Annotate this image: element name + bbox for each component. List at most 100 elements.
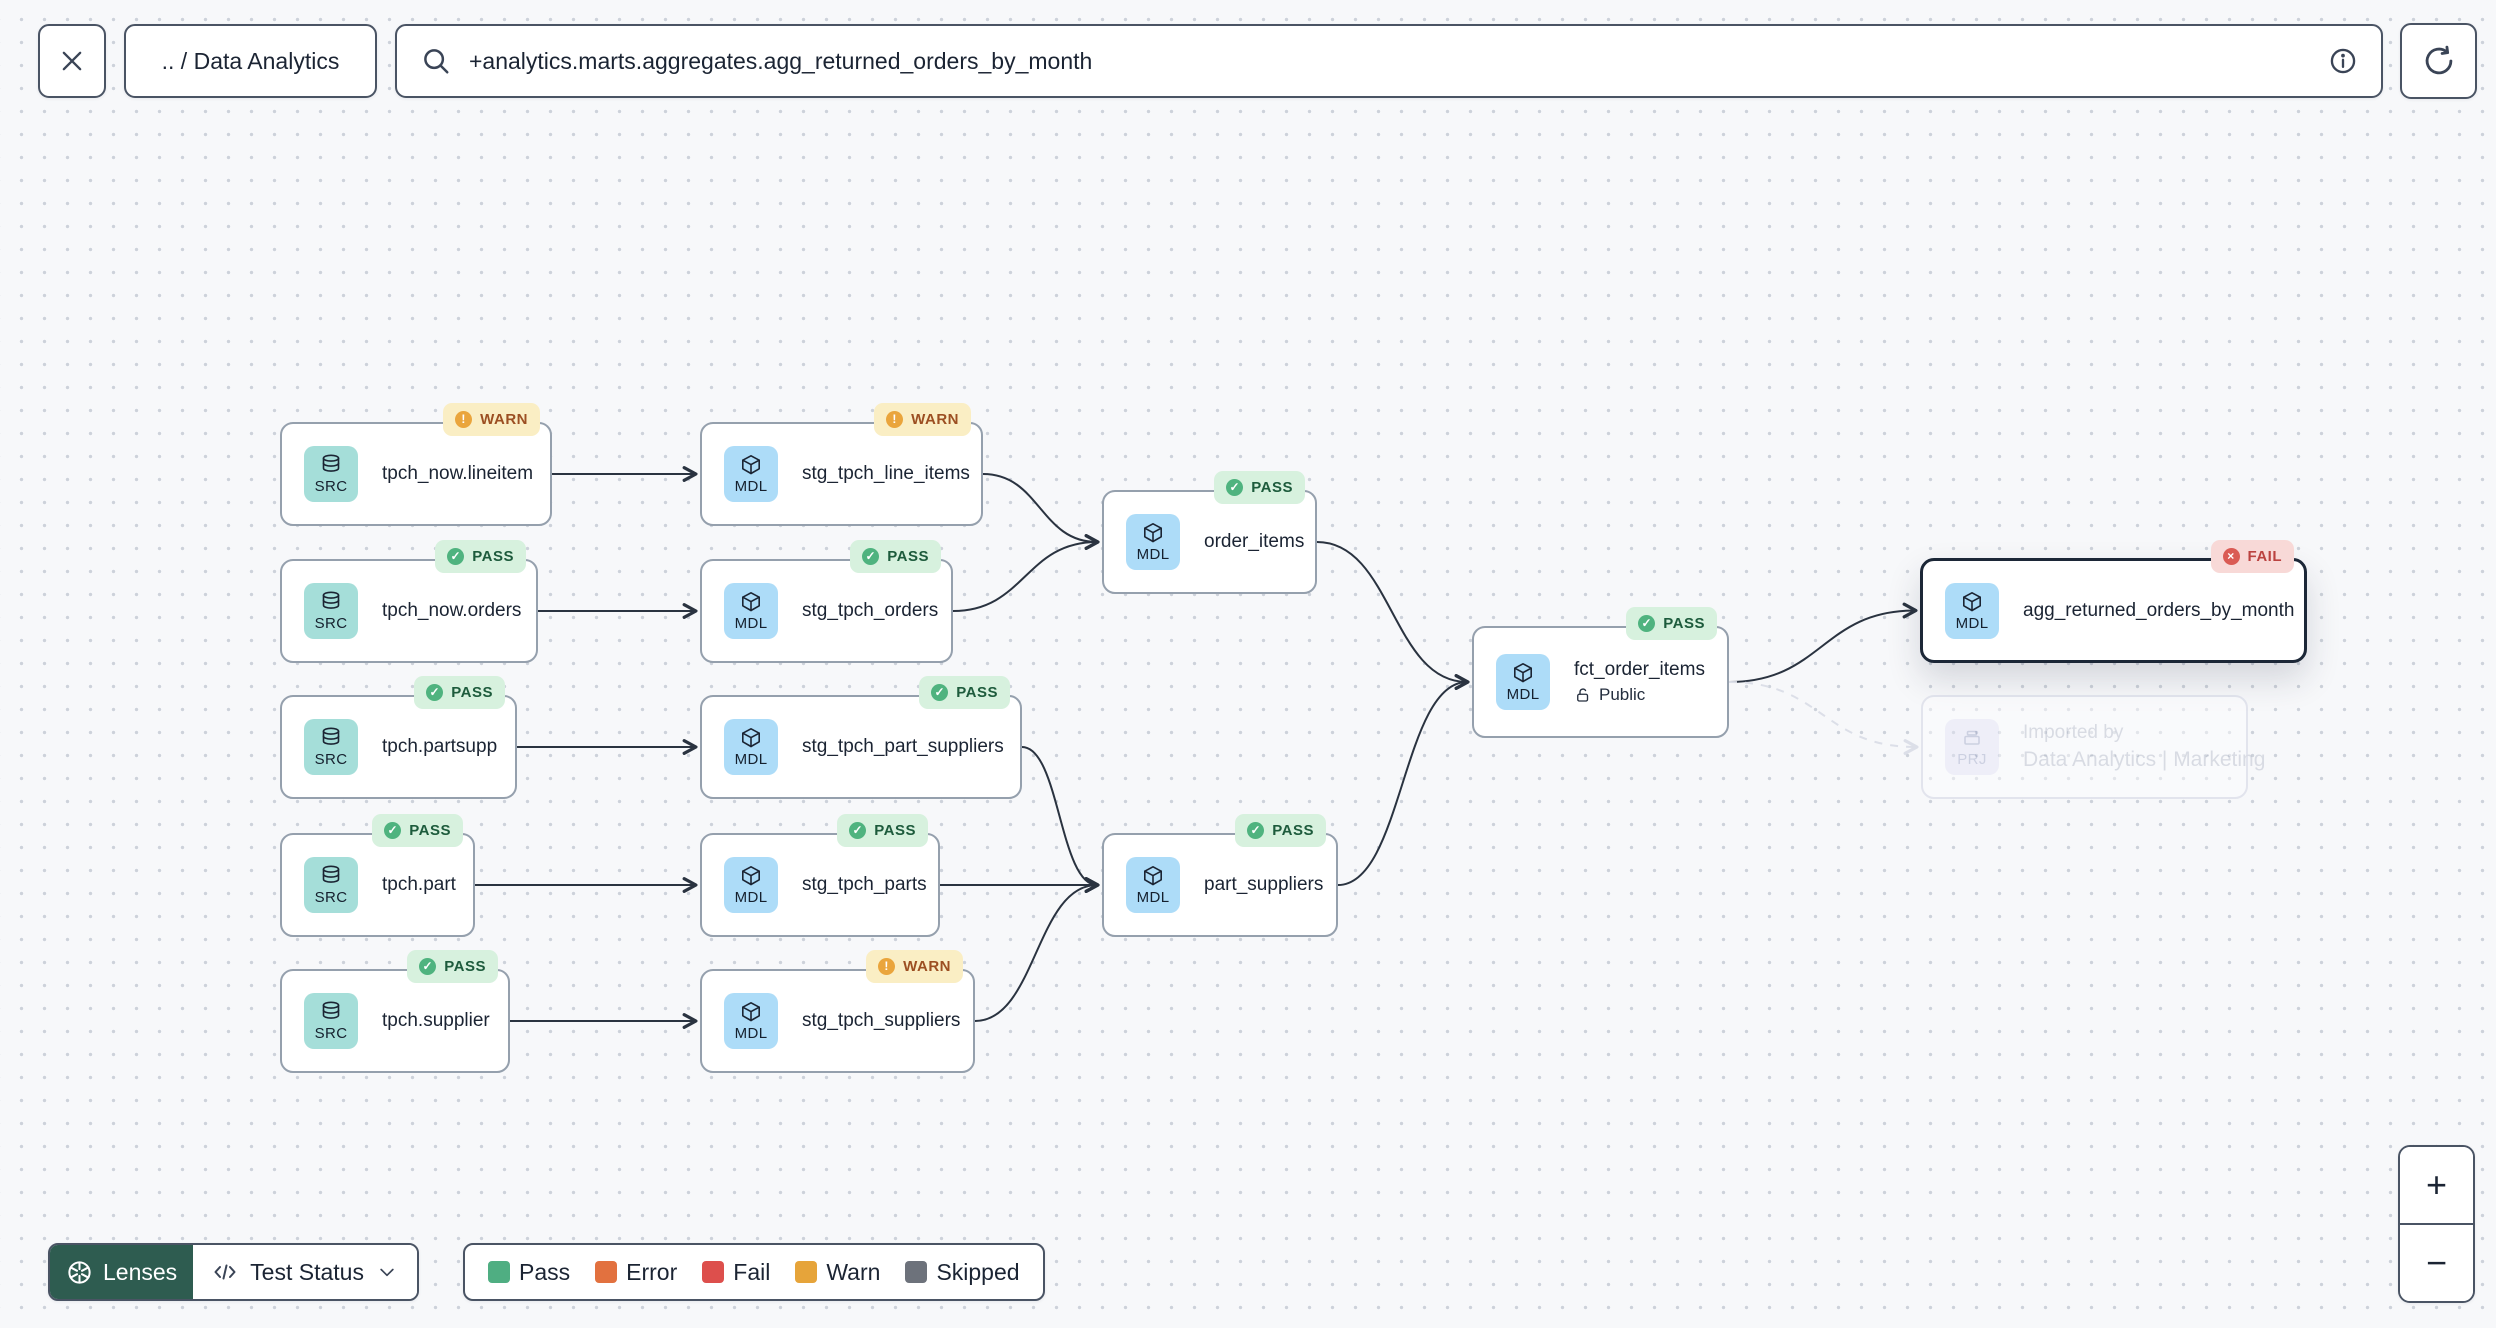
node-type-label: SRC xyxy=(314,615,348,632)
status-label: WARN xyxy=(480,411,528,428)
status-icon: ✓ xyxy=(1247,822,1265,839)
cube-icon xyxy=(742,592,760,612)
node-type-label: PRJ xyxy=(1957,751,1987,768)
node-body: tpch.partsupp xyxy=(382,736,497,758)
breadcrumb[interactable]: .. / Data Analytics xyxy=(124,24,377,98)
node-type-badge: MDL xyxy=(1126,514,1180,570)
status-label: WARN xyxy=(911,411,959,428)
lens-selector-dropdown[interactable]: Test Status xyxy=(193,1245,417,1299)
node-type-badge: MDL xyxy=(724,857,778,913)
node-agg_returned_orders_by_month[interactable]: × FAIL MDL agg_returned_orders_by_month xyxy=(1920,540,2307,663)
legend-label: Fail xyxy=(733,1258,771,1285)
status-label: PASS xyxy=(1251,479,1293,496)
status-label: PASS xyxy=(409,822,451,839)
status-label: PASS xyxy=(874,822,916,839)
code-icon xyxy=(214,1264,236,1280)
node-type-badge: SRC xyxy=(304,719,358,775)
status-icon: ✓ xyxy=(1226,479,1244,496)
close-button[interactable] xyxy=(38,24,106,98)
node-stg_tpch_orders[interactable]: ✓ PASS MDL stg_tpch_orders xyxy=(700,540,953,663)
node-part_suppliers[interactable]: ✓ PASS MDL part_suppliers xyxy=(1102,814,1338,937)
node-stg_tpch_suppliers[interactable]: ! WARN MDL stg_tpch_suppliers xyxy=(700,950,975,1073)
search-bar[interactable] xyxy=(395,24,2383,98)
database-icon xyxy=(322,727,340,745)
lenses-label: Lenses xyxy=(103,1258,178,1285)
database-icon xyxy=(322,454,340,472)
node-type-label: MDL xyxy=(734,1025,768,1042)
info-icon[interactable] xyxy=(2329,47,2357,75)
legend-swatch xyxy=(488,1261,510,1283)
node-type-label: MDL xyxy=(734,889,768,906)
database-icon xyxy=(322,865,340,883)
node-stg_tpch_line_items[interactable]: ! WARN MDL stg_tpch_line_items xyxy=(700,403,983,526)
cube-icon xyxy=(1144,523,1162,543)
status-icon: ! xyxy=(886,411,904,428)
node-fct_order_items[interactable]: ✓ PASS MDL fct_order_items xyxy=(1472,607,1729,738)
node-stg_tpch_part_suppliers[interactable]: ✓ PASS MDL stg_tpch_part_suppliers xyxy=(700,676,1022,799)
cube-icon xyxy=(1963,591,1981,611)
node-body: part_suppliers xyxy=(1204,874,1323,896)
node-type-label: MDL xyxy=(734,751,768,768)
node-type-badge: MDL xyxy=(724,719,778,775)
chevron-down-icon xyxy=(380,1268,394,1277)
status-badge: ✓ PASS xyxy=(435,540,526,573)
node-title: tpch.partsupp xyxy=(382,736,498,757)
lenses-button[interactable]: Lenses xyxy=(50,1245,194,1299)
node-body: fct_order_items Public xyxy=(1574,659,1705,705)
legend-label: Pass xyxy=(519,1258,571,1285)
node-type-label: MDL xyxy=(1955,614,1989,632)
status-icon: × xyxy=(2222,548,2240,565)
status-badge: ! WARN xyxy=(874,403,971,436)
node-type-badge: PRJ xyxy=(1945,719,1999,775)
status-badge: ✓ PASS xyxy=(919,676,1010,709)
node-tpch_part[interactable]: ✓ PASS SRC tpch.part xyxy=(280,814,475,937)
node-imported_by[interactable]: PRJ Imported by Data Analytics | Marketi… xyxy=(1921,695,2265,799)
zoom-out-button[interactable]: − xyxy=(2400,1223,2473,1301)
status-badge: ✓ PASS xyxy=(372,814,463,847)
status-label: PASS xyxy=(451,684,493,701)
node-body: stg_tpch_parts xyxy=(802,874,927,896)
legend-item: Warn xyxy=(795,1259,880,1286)
node-type-label: SRC xyxy=(314,751,348,768)
node-type-badge: MDL xyxy=(724,446,778,502)
zoom-in-button[interactable]: + xyxy=(2400,1147,2473,1223)
cube-icon xyxy=(742,455,760,475)
status-label: FAIL xyxy=(2247,548,2282,565)
cube-icon xyxy=(742,866,760,886)
legend-swatch xyxy=(905,1261,928,1283)
status-icon: ✓ xyxy=(419,958,437,975)
aperture-icon xyxy=(68,1260,91,1284)
legend-swatch xyxy=(795,1261,818,1283)
node-type-label: MDL xyxy=(1136,889,1170,906)
status-badge: ✓ PASS xyxy=(837,814,928,847)
node-type-badge: SRC xyxy=(304,993,358,1049)
node-type-badge: MDL xyxy=(1945,582,1999,639)
node-body: tpch.part xyxy=(382,874,456,896)
node-tpch_now_lineitem[interactable]: ! WARN SRC tpch_now.lineitem xyxy=(280,403,552,526)
legend-item: Skipped xyxy=(905,1259,1020,1286)
node-order_items[interactable]: ✓ PASS MDL order_items xyxy=(1102,471,1317,594)
status-badge: ✓ PASS xyxy=(407,950,498,983)
legend-label: Error xyxy=(626,1258,678,1285)
node-access-label: Public xyxy=(1574,685,1645,705)
legend-swatch xyxy=(702,1261,725,1283)
status-label: PASS xyxy=(1272,822,1314,839)
node-title: Data Analytics | Marketing xyxy=(2023,748,2266,771)
status-icon: ✓ xyxy=(447,548,465,565)
node-tpch_partsupp[interactable]: ✓ PASS SRC tpch.partsupp xyxy=(280,676,517,799)
node-type-label: MDL xyxy=(734,615,768,632)
node-type-label: SRC xyxy=(314,889,348,906)
cube-icon xyxy=(742,1002,760,1022)
status-label: PASS xyxy=(956,684,998,701)
legend-item: Pass xyxy=(488,1259,570,1286)
refresh-button[interactable] xyxy=(2400,23,2477,99)
node-tpch_now_orders[interactable]: ✓ PASS SRC tpch_now.orders xyxy=(280,540,538,663)
status-icon: ! xyxy=(455,411,473,428)
test-status-legend: Pass Error Fail Warn Skipped xyxy=(463,1243,1045,1301)
database-icon xyxy=(322,591,340,609)
cube-icon xyxy=(742,728,760,748)
node-stg_tpch_parts[interactable]: ✓ PASS MDL stg_tpch_parts xyxy=(700,814,940,937)
search-input[interactable] xyxy=(467,46,2313,76)
node-tpch_supplier[interactable]: ✓ PASS SRC tpch.supplier xyxy=(280,950,510,1073)
node-body: stg_tpch_orders xyxy=(802,600,938,622)
